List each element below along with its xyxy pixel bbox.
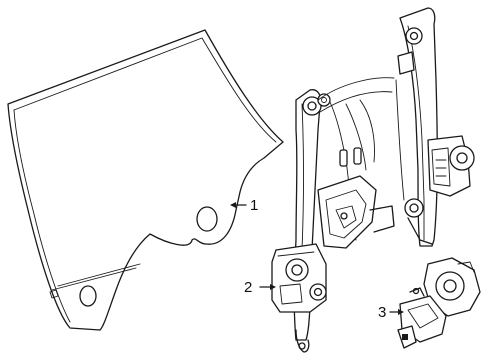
callout-label-2: 2 (244, 279, 252, 296)
callout-3: 3 (378, 304, 404, 321)
callout-1: 1 (230, 197, 258, 214)
callout-label-1: 1 (250, 197, 258, 214)
door-glass (7, 29, 284, 331)
callout-label-3: 3 (378, 304, 386, 321)
window-regulator (271, 7, 475, 353)
window-motor (397, 257, 481, 349)
callout-2: 2 (244, 279, 276, 296)
